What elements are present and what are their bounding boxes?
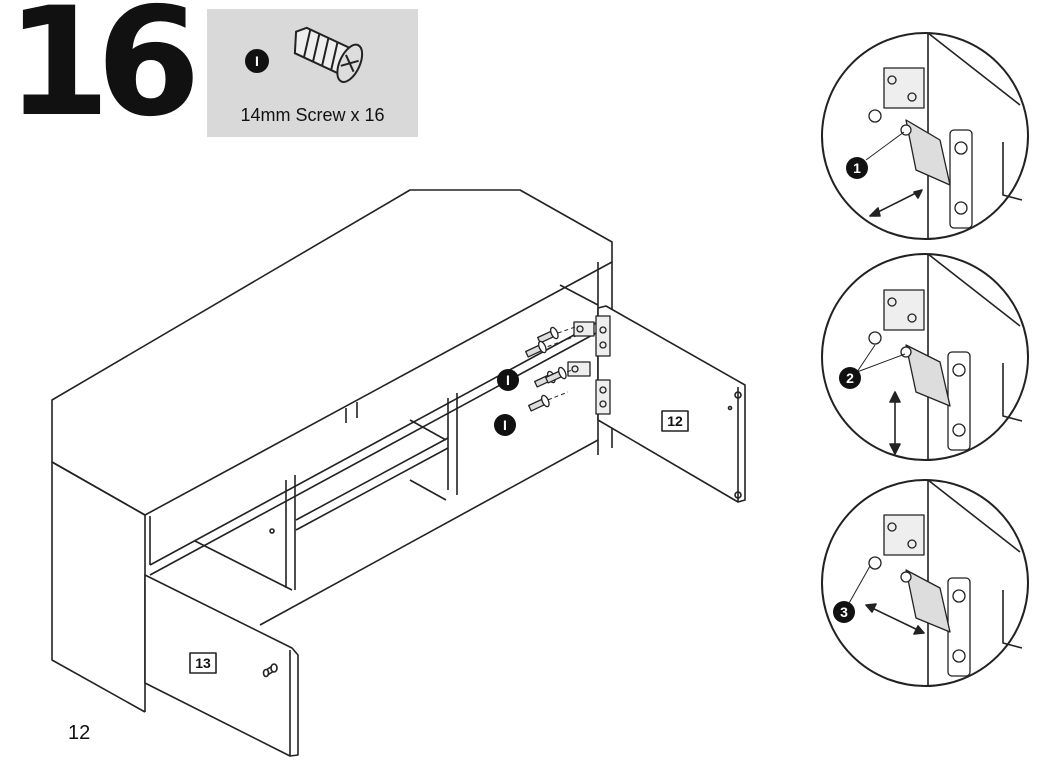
detail-circle-3: 3 <box>821 479 1029 687</box>
door-12: 12 <box>597 305 746 503</box>
door-13: 13 <box>144 574 299 757</box>
screws <box>525 326 567 412</box>
parts-graphic: I <box>245 26 364 83</box>
parts-callout-letter: I <box>255 53 259 69</box>
hinge-top <box>573 315 611 357</box>
panel-label-12: 12 <box>667 413 683 429</box>
cabinet <box>51 189 613 713</box>
panel-label-13: 13 <box>195 655 211 671</box>
parts-box: I 14mm Screw x 16 <box>207 9 418 137</box>
detail-circle-2: 2 <box>821 253 1029 461</box>
page-number: 12 <box>68 722 91 744</box>
detail-step-2: 2 <box>846 370 854 386</box>
hinge-cup <box>868 67 973 229</box>
step-number: 16 <box>6 0 201 150</box>
screw-callout-lower: I <box>494 414 516 436</box>
hinge-bottom <box>567 361 611 415</box>
detail-step-1: 1 <box>853 160 861 176</box>
screw-callout-upper: I <box>497 369 519 391</box>
detail-circle-1: 1 <box>821 32 1029 240</box>
parts-callout-badge: I <box>245 49 269 73</box>
svg-text:I: I <box>503 417 507 433</box>
knob <box>262 663 278 678</box>
svg-text:I: I <box>506 372 510 388</box>
parts-caption: 14mm Screw x 16 <box>240 105 385 125</box>
screw-icon <box>293 26 364 83</box>
detail-step-3: 3 <box>840 604 848 620</box>
